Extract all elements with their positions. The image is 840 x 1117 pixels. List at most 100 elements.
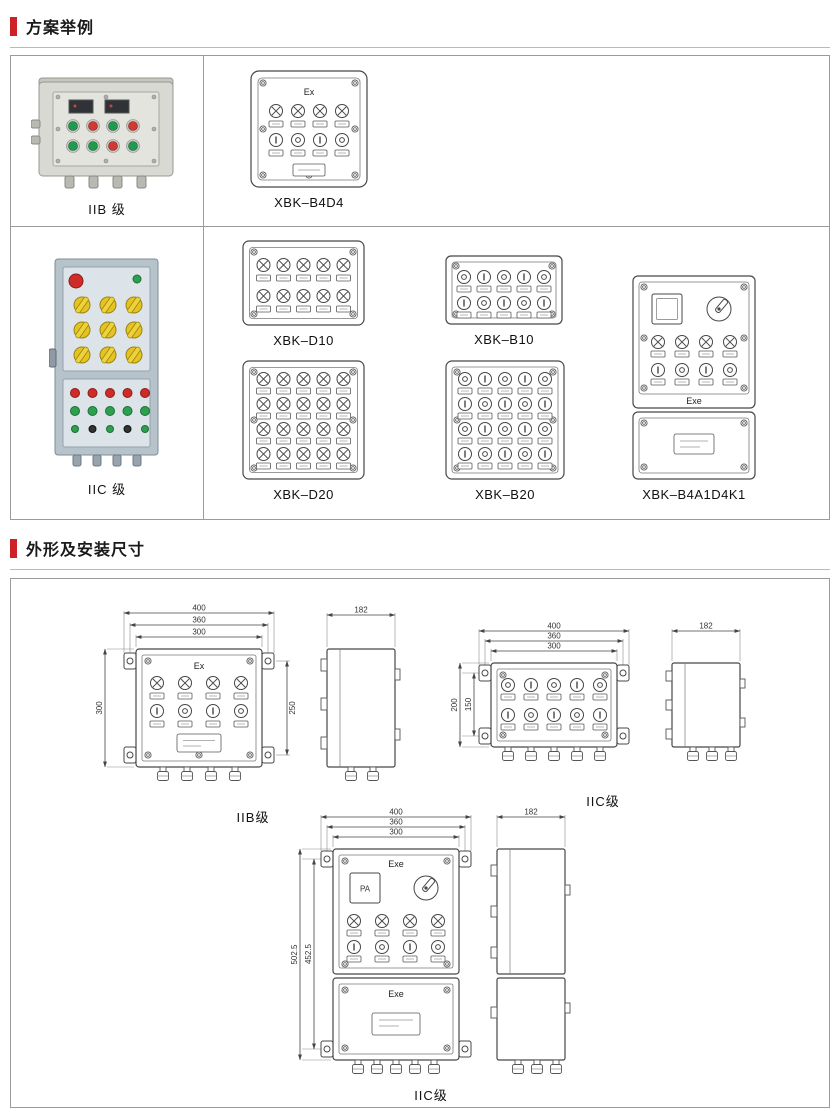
cable-glands <box>345 766 379 781</box>
ex-mark: Ex <box>194 661 205 671</box>
dim-drawing-iic-large-front: 400 360 300 452.5 502.5 Exe PA <box>286 807 536 1082</box>
drawing-xbk-b20 <box>445 360 565 480</box>
dim-drawing-iic-small-front: 400 360 300 150 200 <box>446 619 686 789</box>
exe-mark: Exe <box>686 396 702 406</box>
drawing-xbk-b4a1d4k1: Exe <box>632 275 756 480</box>
nameplate <box>292 163 326 177</box>
dim-drawing-iic-small-side: 182 <box>651 619 761 789</box>
meter-window: PA <box>349 872 381 904</box>
iib-side-view: 182 <box>320 606 401 781</box>
figure-xbk-b4a1d4k1: Exe XBK–B4A1D4K1 <box>631 274 757 502</box>
meter-window <box>651 293 683 325</box>
drawing-xbk-b4d4: Ex <box>250 70 368 188</box>
rotary-switch <box>413 875 439 901</box>
cable-glands <box>157 766 241 781</box>
side-tabs <box>394 668 401 741</box>
section-header-examples: 方案举例 <box>10 14 830 48</box>
dim-drawing-iib-front: 400 360 300 300 250 Ex <box>91 601 331 801</box>
dim-drawing-iib-side: 182 <box>306 601 416 801</box>
figure-xbk-b20: XBK–B20 <box>444 359 566 502</box>
figure-xbk-d20: XBK–D20 <box>241 359 366 502</box>
section-accent-bar <box>10 538 17 558</box>
table-divider-vertical <box>203 56 204 519</box>
iic-large-side-view: 182 <box>490 808 571 1074</box>
dim-height-250: 250 <box>288 701 297 715</box>
iic-large-front-view: 400 360 300 452.5 502.5 Exe PA <box>290 808 472 1074</box>
product-photo-iic <box>49 253 164 468</box>
grade-label-iic: IIC 级 <box>87 482 127 497</box>
rotary-switch <box>706 296 732 322</box>
drawing-xbk-d20 <box>242 360 365 480</box>
iib-front-view: 400 360 300 300 250 Ex <box>95 604 297 781</box>
section-accent-bar <box>10 16 17 36</box>
dim-height-200: 200 <box>450 698 459 712</box>
dim-width-360: 360 <box>547 632 561 641</box>
figure-xbk-b4d4: Ex XBK–B4D4 <box>249 69 369 210</box>
model-label-b20: XBK–B20 <box>475 487 535 502</box>
extension-lines <box>326 613 396 647</box>
cable-glands <box>352 1059 440 1074</box>
section-title-dimensions: 外形及安装尺寸 <box>26 542 146 559</box>
dim-depth-182: 182 <box>354 606 368 615</box>
nameplate <box>673 433 715 455</box>
dimension-lines <box>458 629 630 748</box>
dimensions-panel: 400 360 300 300 250 Ex <box>10 578 830 1108</box>
dim-width-400: 400 <box>389 808 403 817</box>
section-header-dimensions: 外形及安装尺寸 <box>10 536 830 570</box>
table-divider-horizontal <box>11 226 829 227</box>
mounting-ears <box>478 664 630 745</box>
model-label-b4d4: XBK–B4D4 <box>274 195 344 210</box>
side-tabs <box>739 678 746 728</box>
dim-label-iib: IIB级 <box>236 810 270 825</box>
cable-glands <box>31 119 147 189</box>
drawing-xbk-b10 <box>445 255 563 325</box>
dimension-lines <box>103 611 289 768</box>
dim-width-360: 360 <box>389 818 403 827</box>
photo-iib-box <box>31 77 174 189</box>
dim-height-300: 300 <box>95 701 104 715</box>
cable-glands <box>687 746 737 761</box>
iic-small-front-view: 400 360 300 150 200 <box>450 622 630 761</box>
drawing-xbk-d10 <box>242 240 365 326</box>
section-title-examples: 方案举例 <box>26 20 95 37</box>
model-label-b4a1d4k1: XBK–B4A1D4K1 <box>642 487 746 502</box>
dim-depth-182: 182 <box>699 622 713 631</box>
figure-xbk-b10: XBK–B10 <box>444 254 564 347</box>
dim-width-300: 300 <box>192 628 206 637</box>
exe-mark: Exe <box>388 859 404 869</box>
cable-glands <box>502 746 606 761</box>
dim-depth-182: 182 <box>524 808 538 817</box>
top-panel-controls <box>68 273 143 365</box>
model-label-d10: XBK–D10 <box>273 333 334 348</box>
dim-height-150: 150 <box>464 697 473 711</box>
panel-bolts <box>55 94 157 164</box>
dim-height-502: 502.5 <box>290 944 299 965</box>
dim-width-300: 300 <box>547 642 561 651</box>
dimension-lines <box>298 815 472 1061</box>
dim-label-iic-large: IIC级 <box>414 1088 448 1103</box>
model-label-b10: XBK–B10 <box>474 332 534 347</box>
ex-mark: Ex <box>304 87 315 97</box>
hinges <box>490 864 498 1019</box>
nameplate <box>371 1012 421 1036</box>
photo-iic-box <box>49 258 159 467</box>
dim-label-iic-small: IIC级 <box>586 794 620 809</box>
extension-lines <box>496 815 566 847</box>
dim-drawing-iic-large-side: 182 <box>476 807 586 1082</box>
side-latch <box>49 348 57 368</box>
examples-table: IIB 级 Ex <box>10 55 830 520</box>
dim-width-400: 400 <box>547 622 561 631</box>
extension-lines <box>671 629 741 661</box>
model-label-d20: XBK–D20 <box>273 487 334 502</box>
pa-mark: PA <box>360 885 371 894</box>
dim-width-400: 400 <box>192 604 206 613</box>
hinges <box>320 658 328 750</box>
hinges <box>665 670 673 740</box>
iic-small-side-view: 182 <box>665 622 746 761</box>
cable-glands <box>512 1059 562 1074</box>
dim-height-452: 452.5 <box>304 943 313 964</box>
mounting-ears <box>123 652 275 764</box>
pushbuttons <box>66 119 140 153</box>
grade-label-iib: IIB 级 <box>88 202 126 217</box>
dim-width-300: 300 <box>389 828 403 837</box>
